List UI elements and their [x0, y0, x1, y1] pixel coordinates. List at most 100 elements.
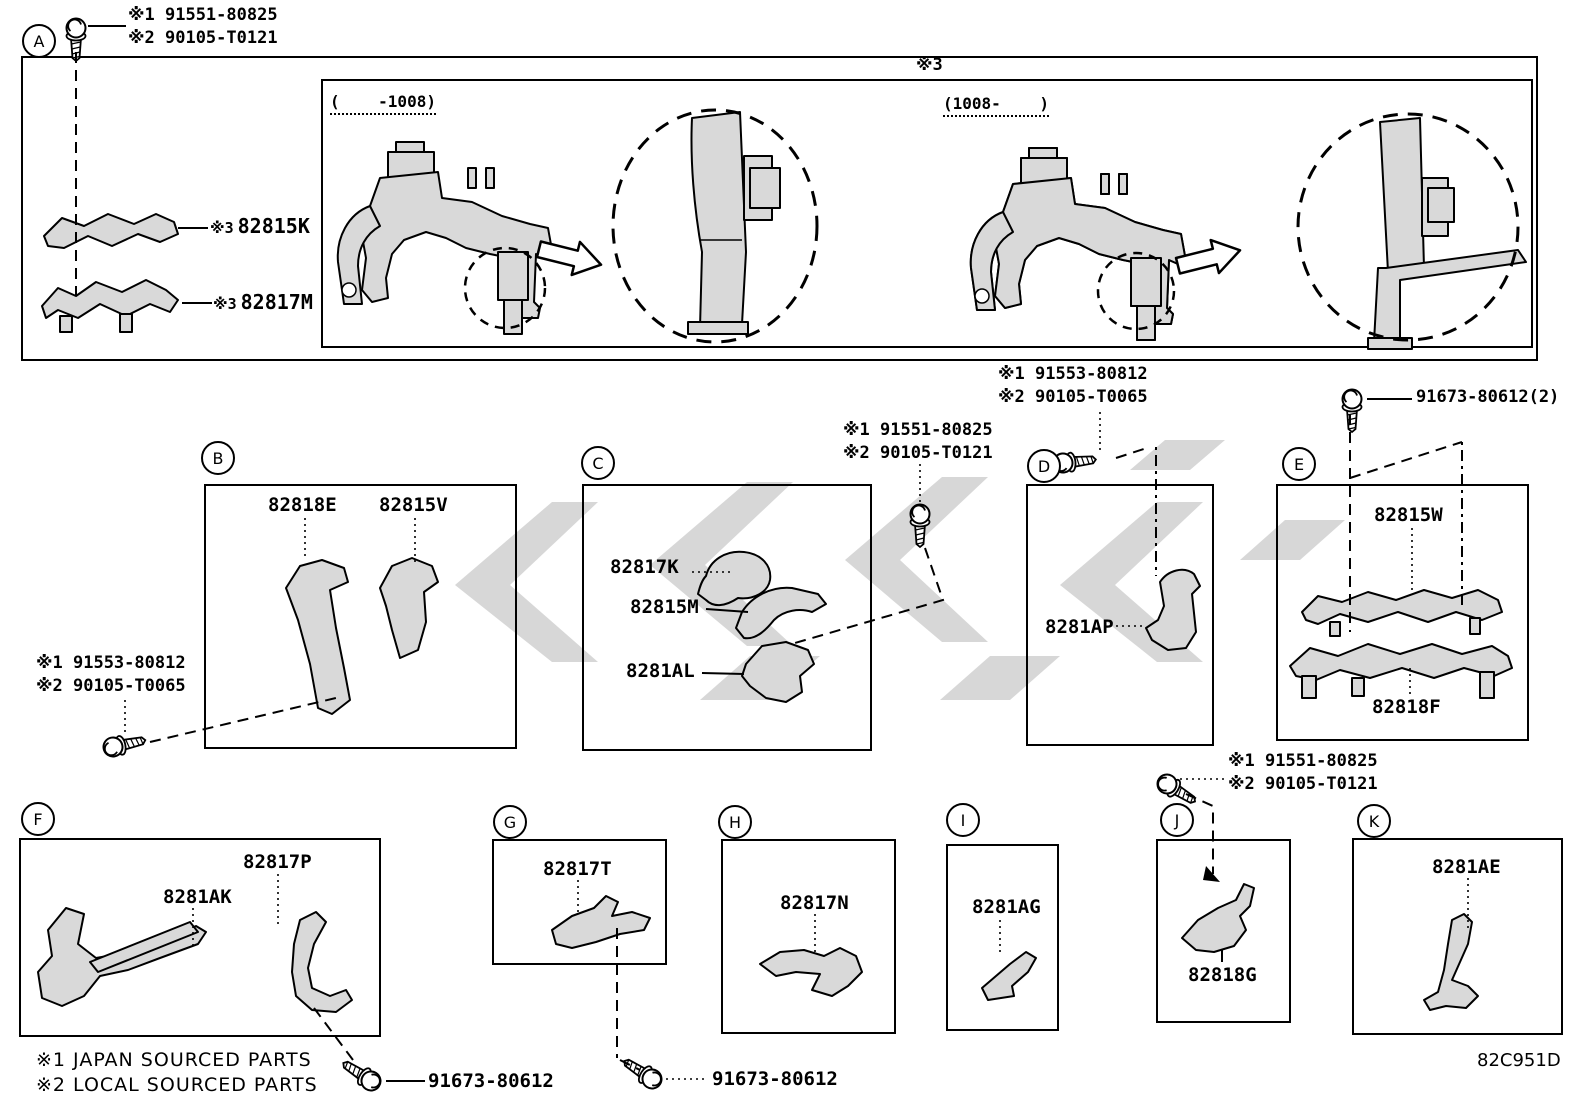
zoom-arrow-right: [1172, 232, 1246, 284]
section-letter-d: D: [1037, 456, 1051, 476]
part-drawing-82818g: [1181, 883, 1255, 953]
box-e: [1276, 484, 1529, 741]
part-drawing-8281ag: [981, 951, 1037, 1001]
part-drawing-82817m: [41, 279, 179, 333]
section-marker-i: I: [946, 803, 980, 837]
section-marker-k: K: [1357, 804, 1391, 838]
part-drawing-82817p: [291, 911, 353, 1013]
section-letter-b: B: [212, 448, 224, 468]
part-label-8281ap: 8281AP: [1045, 616, 1114, 638]
fastener-note-d-line1: ※1 91553-80812: [998, 364, 1148, 384]
part-label-82817t: 82817T: [543, 858, 612, 880]
part-label-82817k: 82817K: [610, 556, 679, 578]
part-drawing-82818e: [285, 559, 351, 715]
part-drawing-82815v: [379, 557, 439, 659]
fastener-note-b-line2: ※2 90105-T0065: [36, 676, 186, 696]
part-drawing-82817n: [759, 947, 863, 997]
watermark-logo: [455, 440, 1345, 700]
part-drawing-8281ak: [37, 907, 207, 1007]
section-letter-k: K: [1368, 811, 1380, 831]
fastener-note-b-line1: ※1 91553-80812: [36, 653, 186, 673]
part-label-82817n: 82817N: [780, 892, 849, 914]
footnote-japan-sourced: ※1 JAPAN SOURCED PARTS: [36, 1049, 312, 1071]
part-label-8281al: 8281AL: [626, 660, 695, 682]
part-label-8281ae: 8281AE: [1432, 856, 1501, 878]
section-marker-g: G: [493, 805, 527, 839]
fastener-note-c-line1: ※1 91551-80825: [843, 420, 993, 440]
assembly-pre1008-drawing: [336, 141, 553, 335]
screw-e-icon: [1341, 388, 1363, 433]
part-drawing-8281ae: [1423, 913, 1479, 1011]
fastener-note-j: ※1 91551-80825 ※2 90105-T0121: [1228, 750, 1378, 796]
section-marker-a: A: [22, 24, 56, 58]
part-label-82815v: 82815V: [379, 494, 448, 516]
fastener-note-j-line2: ※2 90105-T0121: [1228, 774, 1378, 794]
detail-post1008-drawing: [1367, 117, 1527, 350]
leader-lines: [88, 25, 1412, 1082]
fastener-note-a-line2: ※2 90105-T0121: [128, 28, 278, 48]
part-label-82817p: 82817P: [243, 851, 312, 873]
part-label-8281ak: 8281AK: [163, 886, 232, 908]
part-drawing-82815k: [43, 213, 179, 249]
overview-marker: ※3: [916, 55, 943, 75]
section-marker-f: F: [21, 802, 55, 836]
dashed-connectors: [75, 52, 1463, 1071]
part-label-82817m-number: 82817M: [240, 290, 313, 314]
magnifier-marks: [463, 108, 1520, 344]
fastener-note-c-line2: ※2 90105-T0121: [843, 443, 993, 463]
fastener-note-a: ※1 91551-80825 ※2 90105-T0121: [128, 4, 278, 50]
detail-pre1008-drawing: [687, 111, 781, 335]
overview-inner-box: [321, 79, 1533, 348]
part-drawing-8281al: [741, 641, 815, 703]
dashdot-connectors: [1155, 442, 1463, 606]
part-drawing-82818f: [1289, 643, 1513, 699]
section-marker-d: D: [1027, 449, 1061, 483]
section-marker-e: E: [1282, 447, 1316, 481]
fastener-note-j-line1: ※1 91551-80825: [1228, 751, 1378, 771]
screw-f-bottom-icon: [337, 1054, 386, 1096]
section-marker-h: H: [718, 805, 752, 839]
part-label-82815m: 82815M: [630, 596, 699, 618]
section-marker-b: B: [201, 441, 235, 475]
part-drawing-82817k: [697, 550, 772, 606]
footnote-local-sourced: ※2 LOCAL SOURCED PARTS: [36, 1074, 318, 1096]
screw-b-icon: [100, 729, 149, 760]
box-g: [492, 839, 667, 965]
leader-arrowhead: [1203, 866, 1220, 882]
part-label-82815w: 82815W: [1374, 504, 1443, 526]
variant-label-post1008: (1008- ): [943, 94, 1049, 117]
section-letter-i: I: [960, 810, 966, 830]
section-letter-j: J: [1174, 810, 1180, 830]
section-marker-c: C: [581, 446, 615, 480]
part-drawing-82815m: [735, 586, 827, 640]
part-label-82815k-number: 82815K: [237, 214, 310, 238]
fastener-note-d: ※1 91553-80812 ※2 90105-T0065: [998, 363, 1148, 409]
box-b: [204, 484, 517, 749]
figure-code: 82C951D: [1477, 1050, 1561, 1071]
fastener-note-a-line1: ※1 91551-80825: [128, 5, 278, 25]
box-i: [946, 844, 1059, 1031]
part-label-82818f: 82818F: [1372, 696, 1441, 718]
section-letter-a: A: [33, 31, 45, 51]
part-label-82818g: 82818G: [1188, 964, 1257, 986]
section-letter-f: F: [33, 809, 43, 829]
screw-g-bottom-icon: [618, 1052, 667, 1094]
section-boxes: [19, 56, 1563, 1037]
part-drawing-82815w: [1301, 589, 1503, 637]
part-drawing-82817t: [551, 895, 651, 949]
fastener-note-d-line2: ※2 90105-T0065: [998, 387, 1148, 407]
part-label-82815k-marker: ※3: [210, 219, 234, 237]
part-drawing-8281ap: [1145, 568, 1201, 651]
variant-label-pre1008: ( -1008): [330, 92, 436, 115]
part-label-82818e: 82818E: [268, 494, 337, 516]
section-letter-c: C: [592, 453, 604, 473]
box-d: [1026, 484, 1214, 746]
box-c: [582, 484, 872, 751]
fastener-note-b: ※1 91553-80812 ※2 90105-T0065: [36, 652, 186, 698]
part-label-82817m-marker: ※3: [213, 295, 237, 313]
dotted-leaders: [124, 412, 1469, 1080]
fastener-label-screw-g: 91673-80612: [712, 1068, 838, 1090]
